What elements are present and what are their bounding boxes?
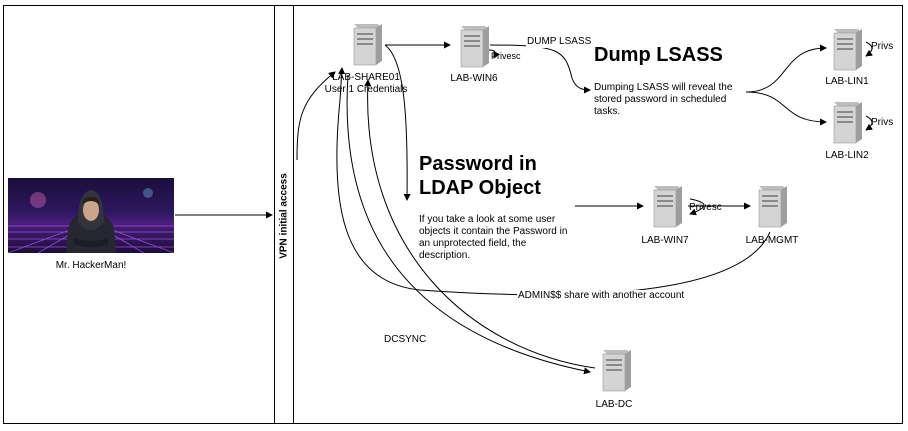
- node-label-mgmt: LAB-MGMT: [745, 235, 799, 246]
- loop-lin2: [865, 115, 873, 131]
- node-label-win6: LAB-WIN6: [450, 73, 498, 84]
- ldap-note-body: If you take a look at some user objects …: [419, 214, 568, 261]
- server-icon: [653, 186, 682, 228]
- loop-lin1: [865, 41, 873, 57]
- node-label-lin1: LAB-LIN1: [825, 76, 869, 87]
- edge-share01-dc: [346, 74, 591, 375]
- node-note-share01: User 1 Credentials: [324, 84, 408, 95]
- ldap-note-title-line2: LDAP Object: [419, 177, 541, 199]
- node-label-dc: LAB-DC: [595, 399, 633, 410]
- lab-network-frame: [293, 5, 903, 424]
- edge-label-privs-lin2: Privs: [871, 117, 894, 128]
- attacker-label: Mr. HackerMan!: [55, 260, 127, 271]
- node-label-win7: LAB-WIN7: [641, 235, 689, 246]
- edge-label-privesc-win7: Privesc: [689, 202, 722, 213]
- loop-win7: [689, 198, 705, 216]
- edge-mgmt-share01: [336, 67, 771, 296]
- server-icon: [353, 24, 382, 66]
- edge-vpn-share01: [296, 71, 336, 161]
- server-icon: [602, 350, 631, 392]
- lsass-note-body: Dumping LSASS will reveal the stored pas…: [594, 82, 733, 117]
- edge-lsass-lin2: [745, 91, 827, 126]
- server-icon: [460, 26, 489, 68]
- edge-dc-share01: [364, 79, 596, 369]
- node-label-lin2: LAB-LIN2: [825, 150, 869, 161]
- edge-label-privesc-win6: Privesc: [491, 51, 521, 61]
- node-label-share01: LAB-SHARE01: [332, 72, 400, 83]
- edge-share01-ldap: [384, 44, 411, 201]
- server-icon: [833, 102, 862, 144]
- attacker-avatar-image: [8, 178, 174, 253]
- edge-label-admin-share: ADMIN$$ share with another account: [517, 290, 686, 302]
- server-icon: [833, 29, 862, 71]
- edge-lsass-lin1: [745, 44, 827, 93]
- edge-label-dcsync: DCSYNC: [383, 334, 428, 346]
- lsass-note-title: Dump LSASS: [594, 44, 723, 66]
- server-icon: [758, 186, 787, 228]
- edge-label-dump-lsass: DUMP LSASS: [526, 36, 593, 48]
- edge-label-privs-lin1: Privs: [871, 41, 894, 52]
- ldap-note-title-line1: Password in: [419, 153, 537, 175]
